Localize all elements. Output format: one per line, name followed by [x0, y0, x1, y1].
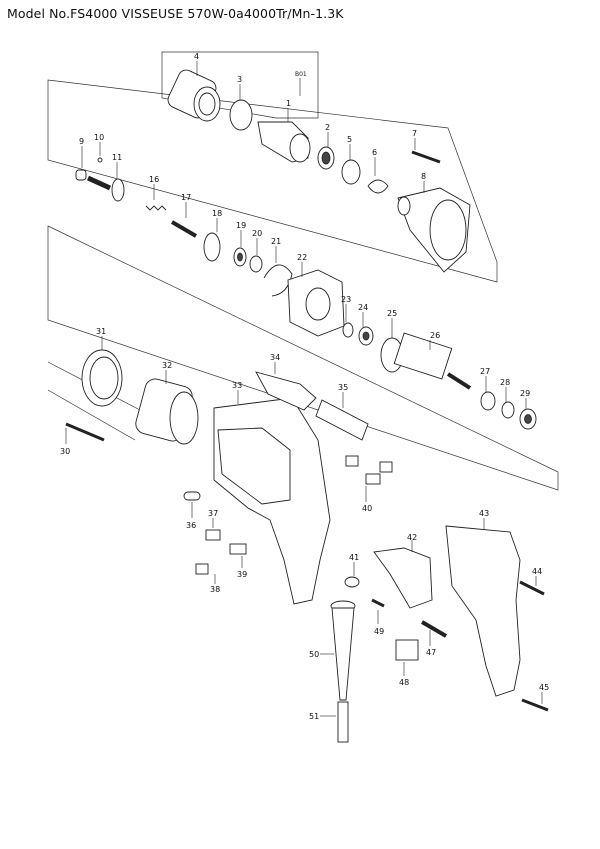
part-4-sleeve	[167, 61, 221, 122]
part-label: 1	[286, 99, 291, 108]
part-31-baffle-ring	[81, 336, 123, 407]
part-43-handle-cover	[445, 518, 521, 697]
part-label: 27	[480, 367, 490, 376]
part-25-26-armature	[380, 318, 472, 390]
part-20-washer	[249, 238, 263, 273]
part-29-bearing	[519, 398, 537, 430]
part-39-lock	[229, 543, 247, 568]
part-label: 2	[325, 123, 330, 132]
part-17-pin	[170, 202, 198, 238]
part-label: 34	[270, 353, 280, 362]
part-label: 24	[358, 303, 368, 312]
part-51-cord	[320, 701, 349, 743]
part-label: 39	[237, 570, 247, 579]
part-label: 45	[539, 683, 549, 692]
part-21-seal	[263, 246, 293, 297]
sub-assembly-b01: B01	[295, 71, 307, 96]
part-42-switch	[373, 540, 433, 609]
part-45-screw	[521, 692, 549, 712]
part-label: 5	[347, 135, 352, 144]
part-8-gear-housing	[397, 181, 471, 273]
part-label: 28	[500, 378, 510, 387]
part-1-spindle	[257, 108, 311, 163]
page-title: Model No.FS4000 VISSEUSE 570W-0a4000Tr/M…	[7, 6, 344, 21]
part-19-bearing	[233, 230, 247, 267]
part-label: 43	[479, 509, 489, 518]
part-24-insulation-washer	[358, 312, 374, 346]
part-label: 32	[162, 361, 172, 370]
part-6-clip	[367, 157, 389, 194]
part-50-cord-guard	[320, 600, 356, 701]
part-48-capacitor	[395, 639, 419, 676]
part-label: 29	[520, 389, 530, 398]
part-label: 26	[430, 331, 440, 340]
part-16-spring	[145, 184, 167, 211]
part-38-lever	[195, 563, 216, 584]
part-label: 41	[349, 553, 359, 562]
part-label: 3	[237, 75, 242, 84]
part-2-ring	[317, 132, 335, 170]
part-label: 20	[252, 229, 262, 238]
part-labels: 4 3 1 2 5 6 7 8 9 10 11 16 17 18 19 20 2…	[60, 52, 549, 721]
part-32-field	[135, 370, 199, 445]
part-47-filter	[420, 620, 448, 646]
part-label: 35	[338, 383, 348, 392]
part-label: 11	[112, 153, 122, 162]
assembly-label: B01	[295, 71, 307, 78]
part-label: 40	[362, 504, 372, 513]
part-label: 50	[309, 650, 319, 659]
part-40-brush-holder	[345, 455, 393, 502]
part-label: 48	[399, 678, 409, 687]
part-27-bearing	[480, 376, 496, 411]
part-10-ball	[97, 142, 103, 163]
part-label: 33	[232, 381, 242, 390]
part-label: 51	[309, 712, 319, 721]
part-label: 37	[208, 509, 218, 518]
part-label: 44	[532, 567, 542, 576]
part-9-cap	[75, 146, 87, 181]
part-5-snap-ring	[341, 144, 361, 185]
part-label: 30	[60, 447, 70, 456]
part-label: 19	[236, 221, 246, 230]
part-44-screw	[519, 576, 545, 596]
part-label: 49	[374, 627, 384, 636]
part-41-clamp	[344, 562, 360, 588]
part-34-hook	[255, 362, 317, 411]
part-22-bearing-box	[287, 262, 345, 337]
part-35-name-plate	[315, 392, 369, 441]
part-label: 31	[96, 327, 106, 336]
part-label: 22	[297, 253, 307, 262]
part-label: 36	[186, 521, 196, 530]
part-label: 18	[212, 209, 222, 218]
part-label: 17	[181, 193, 191, 202]
part-label: 23	[341, 295, 351, 304]
part-33-housing	[213, 390, 331, 605]
part-label: 9	[79, 137, 84, 146]
part-label: 47	[426, 648, 436, 657]
part-label: 10	[94, 133, 104, 142]
part-36-label	[183, 491, 201, 518]
part-label: 38	[210, 585, 220, 594]
part-label: 16	[149, 175, 159, 184]
part-30-screw	[65, 422, 105, 444]
part-18-gear	[203, 218, 221, 262]
part-23-bearing	[342, 304, 354, 338]
part-3-o-ring	[229, 84, 253, 131]
part-7-screw	[411, 138, 441, 164]
part-label: 7	[412, 129, 417, 138]
part-label: 21	[271, 237, 281, 246]
part-11-shaft	[86, 162, 125, 202]
part-label: 6	[372, 148, 377, 157]
part-label: 4	[194, 52, 199, 61]
part-label: 8	[421, 172, 426, 181]
part-28-ring	[501, 387, 515, 419]
part-label: 25	[387, 309, 397, 318]
part-label: 42	[407, 533, 417, 542]
part-49-screw	[371, 598, 385, 624]
part-37-switch	[205, 518, 221, 541]
